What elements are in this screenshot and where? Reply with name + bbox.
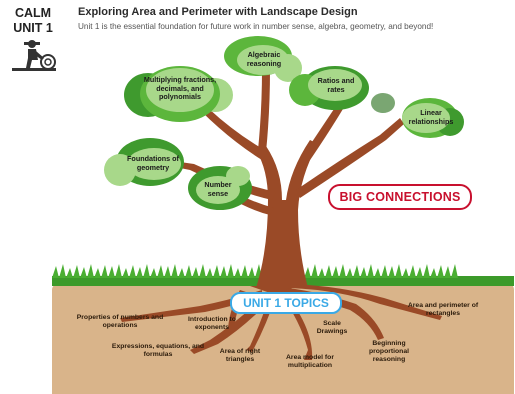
connection-number-sense: Number sense [204,180,232,198]
topic-right-triangles: Area of right triangles [219,348,261,364]
topic-expressions: Expressions, equations, and formulas [111,343,205,359]
topic-area-perimeter-rectangles: Area and perimeter of rectangles [407,302,479,318]
leaf-multiplying [124,66,233,122]
leaf-number-sense [188,166,252,210]
landscaper-rolling-sod-icon [12,40,56,71]
connection-multiplying: Multiplying fractions, decimals, and pol… [143,75,217,102]
topic-scale-drawings: Scale Drawings [316,320,348,336]
leaf-foundations [104,138,184,186]
topic-properties: Properties of numbers and operations [76,314,164,330]
topic-proportional-reasoning: Beginning proportional reasoning [368,340,410,364]
leaf-ratios [289,66,395,113]
connection-algebraic-reasoning: Algebraic reasoning [246,50,282,68]
topic-area-model: Area model for multiplication [286,354,334,370]
connection-ratios-and-rates: Ratios and rates [317,76,355,94]
topic-exponents: Introduction to exponents [188,316,236,332]
connection-linear-relationships: Linear relationships [408,108,454,126]
page-subtitle: Unit 1 is the essential foundation for f… [78,22,434,31]
page-title: Exploring Area and Perimeter with Landsc… [78,6,358,18]
leaf-algebraic [224,36,302,82]
connection-foundations-of-geometry: Foundations of geometry [127,154,179,172]
calm-badge: CALM UNIT 1 [10,6,56,36]
big-connections-badge: BIG CONNECTIONS [328,184,472,210]
unit-topics-badge: UNIT 1 TOPICS [230,292,342,314]
calm-label: CALM [14,6,52,20]
leaf-linear [402,98,464,138]
unit-label: UNIT 1 [13,21,53,35]
